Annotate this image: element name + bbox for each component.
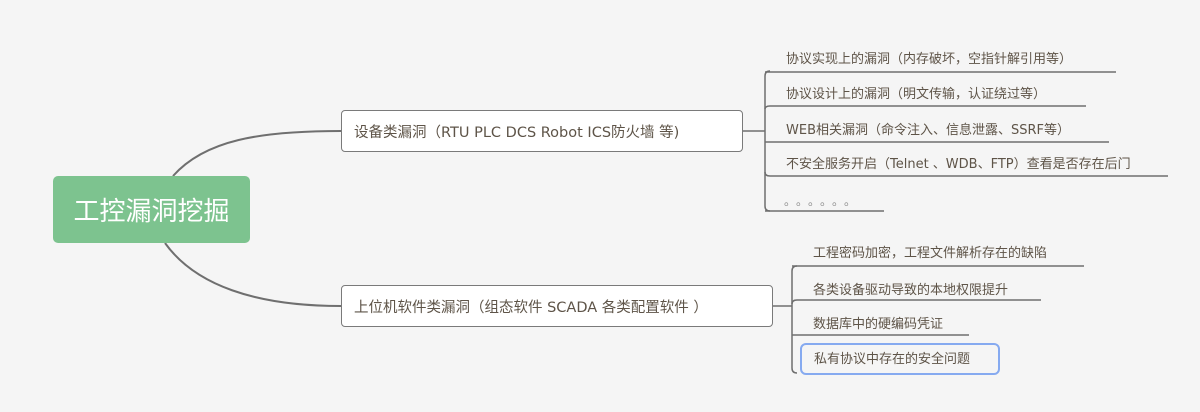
branch-node-device-vulns[interactable]: 设备类漏洞（RTU PLC DCS Robot ICS防火墙 等) xyxy=(341,110,743,152)
leaf-underline-2-2 xyxy=(791,299,1041,305)
leaf-node-ellipsis[interactable]: 。。。。。。 xyxy=(784,193,862,209)
leaf-node[interactable]: 不安全服务开启（Telnet 、WDB、FTP）查看是否存在后门 xyxy=(786,157,1131,173)
bracket-branch-1 xyxy=(764,70,771,212)
root-node[interactable]: 工控漏洞挖掘 xyxy=(53,176,250,243)
leaf-label: 私有协议中存在的安全问题 xyxy=(814,352,971,367)
leaf-node[interactable]: 数据库中的硬编码凭证 xyxy=(813,317,943,333)
leaf-label: 协议实现上的漏洞（内存破坏，空指针解引用等） xyxy=(786,52,1073,67)
bracket-branch-2 xyxy=(791,265,798,374)
branch-label: 设备类漏洞（RTU PLC DCS Robot ICS防火墙 等) xyxy=(354,124,680,141)
connector-root-branch-2 xyxy=(164,242,342,307)
leaf-node[interactable]: 工程密码加密，工程文件解析存在的缺陷 xyxy=(813,246,1047,262)
leaf-node-selected[interactable]: 私有协议中存在的安全问题 xyxy=(800,343,1000,375)
branch-node-host-software-vulns[interactable]: 上位机软件类漏洞（组态软件 SCADA 各类配置软件 ） xyxy=(341,285,773,327)
leaf-node[interactable]: WEB相关漏洞（命令注入、信息泄露、SSRF等） xyxy=(786,123,1070,139)
leaf-label: WEB相关漏洞（命令注入、信息泄露、SSRF等） xyxy=(786,123,1071,138)
leaf-label: 不安全服务开启（Telnet 、WDB、FTP）查看是否存在后门 xyxy=(786,157,1131,172)
leaf-label: 协议设计上的漏洞（明文传输，认证绕过等） xyxy=(786,87,1047,102)
leaf-label: 。。。。。。 xyxy=(784,194,863,208)
leaf-node[interactable]: 协议实现上的漏洞（内存破坏，空指针解引用等） xyxy=(786,52,1072,68)
leaf-node[interactable]: 各类设备驱动导致的本地权限提升 xyxy=(813,283,1008,299)
leaf-node[interactable]: 协议设计上的漏洞（明文传输，认证绕过等） xyxy=(786,87,1046,103)
connector-root-branch-1 xyxy=(172,130,342,177)
leaf-label: 数据库中的硬编码凭证 xyxy=(813,317,944,332)
leaf-underline-1-4 xyxy=(764,171,1168,177)
root-label: 工控漏洞挖掘 xyxy=(73,197,230,227)
leaf-underline-1-2 xyxy=(764,105,1086,110)
branch-label: 上位机软件类漏洞（组态软件 SCADA 各类配置软件 ） xyxy=(354,299,708,316)
leaf-label: 工程密码加密，工程文件解析存在的缺陷 xyxy=(813,246,1048,261)
leaf-label: 各类设备驱动导致的本地权限提升 xyxy=(813,283,1009,298)
